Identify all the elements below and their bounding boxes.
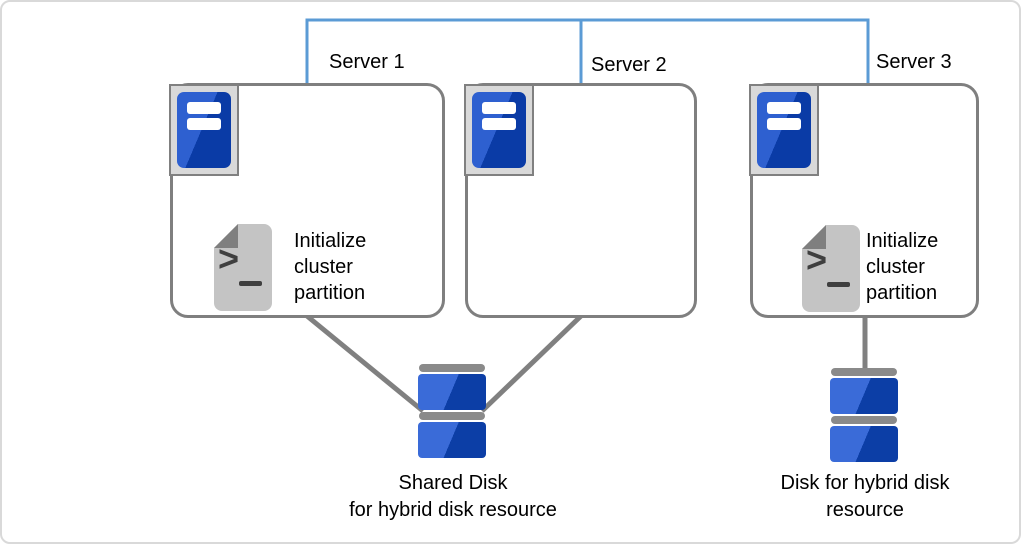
terminal-prompt-icon: > xyxy=(218,238,240,279)
server-icon xyxy=(749,84,819,176)
server-slot-bar xyxy=(767,118,801,130)
script-file-icon: > xyxy=(214,224,272,311)
initialize-cluster-partition-note: Initialize cluster partition xyxy=(866,230,939,304)
script-file-icon: > xyxy=(802,225,860,312)
shared-disk-icon xyxy=(418,364,486,458)
hybrid-disk-label: Disk for hybrid disk resource xyxy=(780,472,950,521)
disk-cap xyxy=(831,368,897,376)
terminal-prompt-icon: > xyxy=(806,239,828,280)
disk-platter xyxy=(418,374,486,410)
server2-box xyxy=(464,83,697,318)
server1-label: Server 1 xyxy=(329,51,405,73)
terminal-underscore-icon xyxy=(239,281,262,286)
server3-label: Server 3 xyxy=(876,51,952,73)
server2-shared-disk-connector xyxy=(480,314,583,413)
server3-box: > Initialize cluster partition xyxy=(749,83,979,318)
hybrid-disk-icon xyxy=(830,368,898,462)
disk-platter xyxy=(830,378,898,414)
disk-cap xyxy=(831,416,897,424)
disk-platter xyxy=(830,426,898,462)
server-icon xyxy=(464,84,534,176)
server1-box: > Initialize cluster partition xyxy=(169,83,445,318)
server-slot-bar xyxy=(767,102,801,114)
network-bus-line xyxy=(305,18,870,84)
server-slot-bar xyxy=(187,118,221,130)
server-tower-icon xyxy=(472,92,526,168)
server2-label: Server 2 xyxy=(591,54,667,76)
server-slot-bar xyxy=(187,102,221,114)
server-icon xyxy=(169,84,239,176)
server-tower-icon xyxy=(177,92,231,168)
disk-platter xyxy=(418,422,486,458)
server-slot-bar xyxy=(482,102,516,114)
server-slot-bar xyxy=(482,118,516,130)
initialize-cluster-partition-note: Initialize cluster partition xyxy=(294,230,367,304)
server-tower-icon xyxy=(757,92,811,168)
terminal-underscore-icon xyxy=(827,282,850,287)
disk-cap xyxy=(419,364,485,372)
disk-cap xyxy=(419,412,485,420)
server1-shared-disk-connector xyxy=(305,314,425,413)
shared-disk-label: Shared Disk for hybrid disk resource xyxy=(349,472,557,521)
